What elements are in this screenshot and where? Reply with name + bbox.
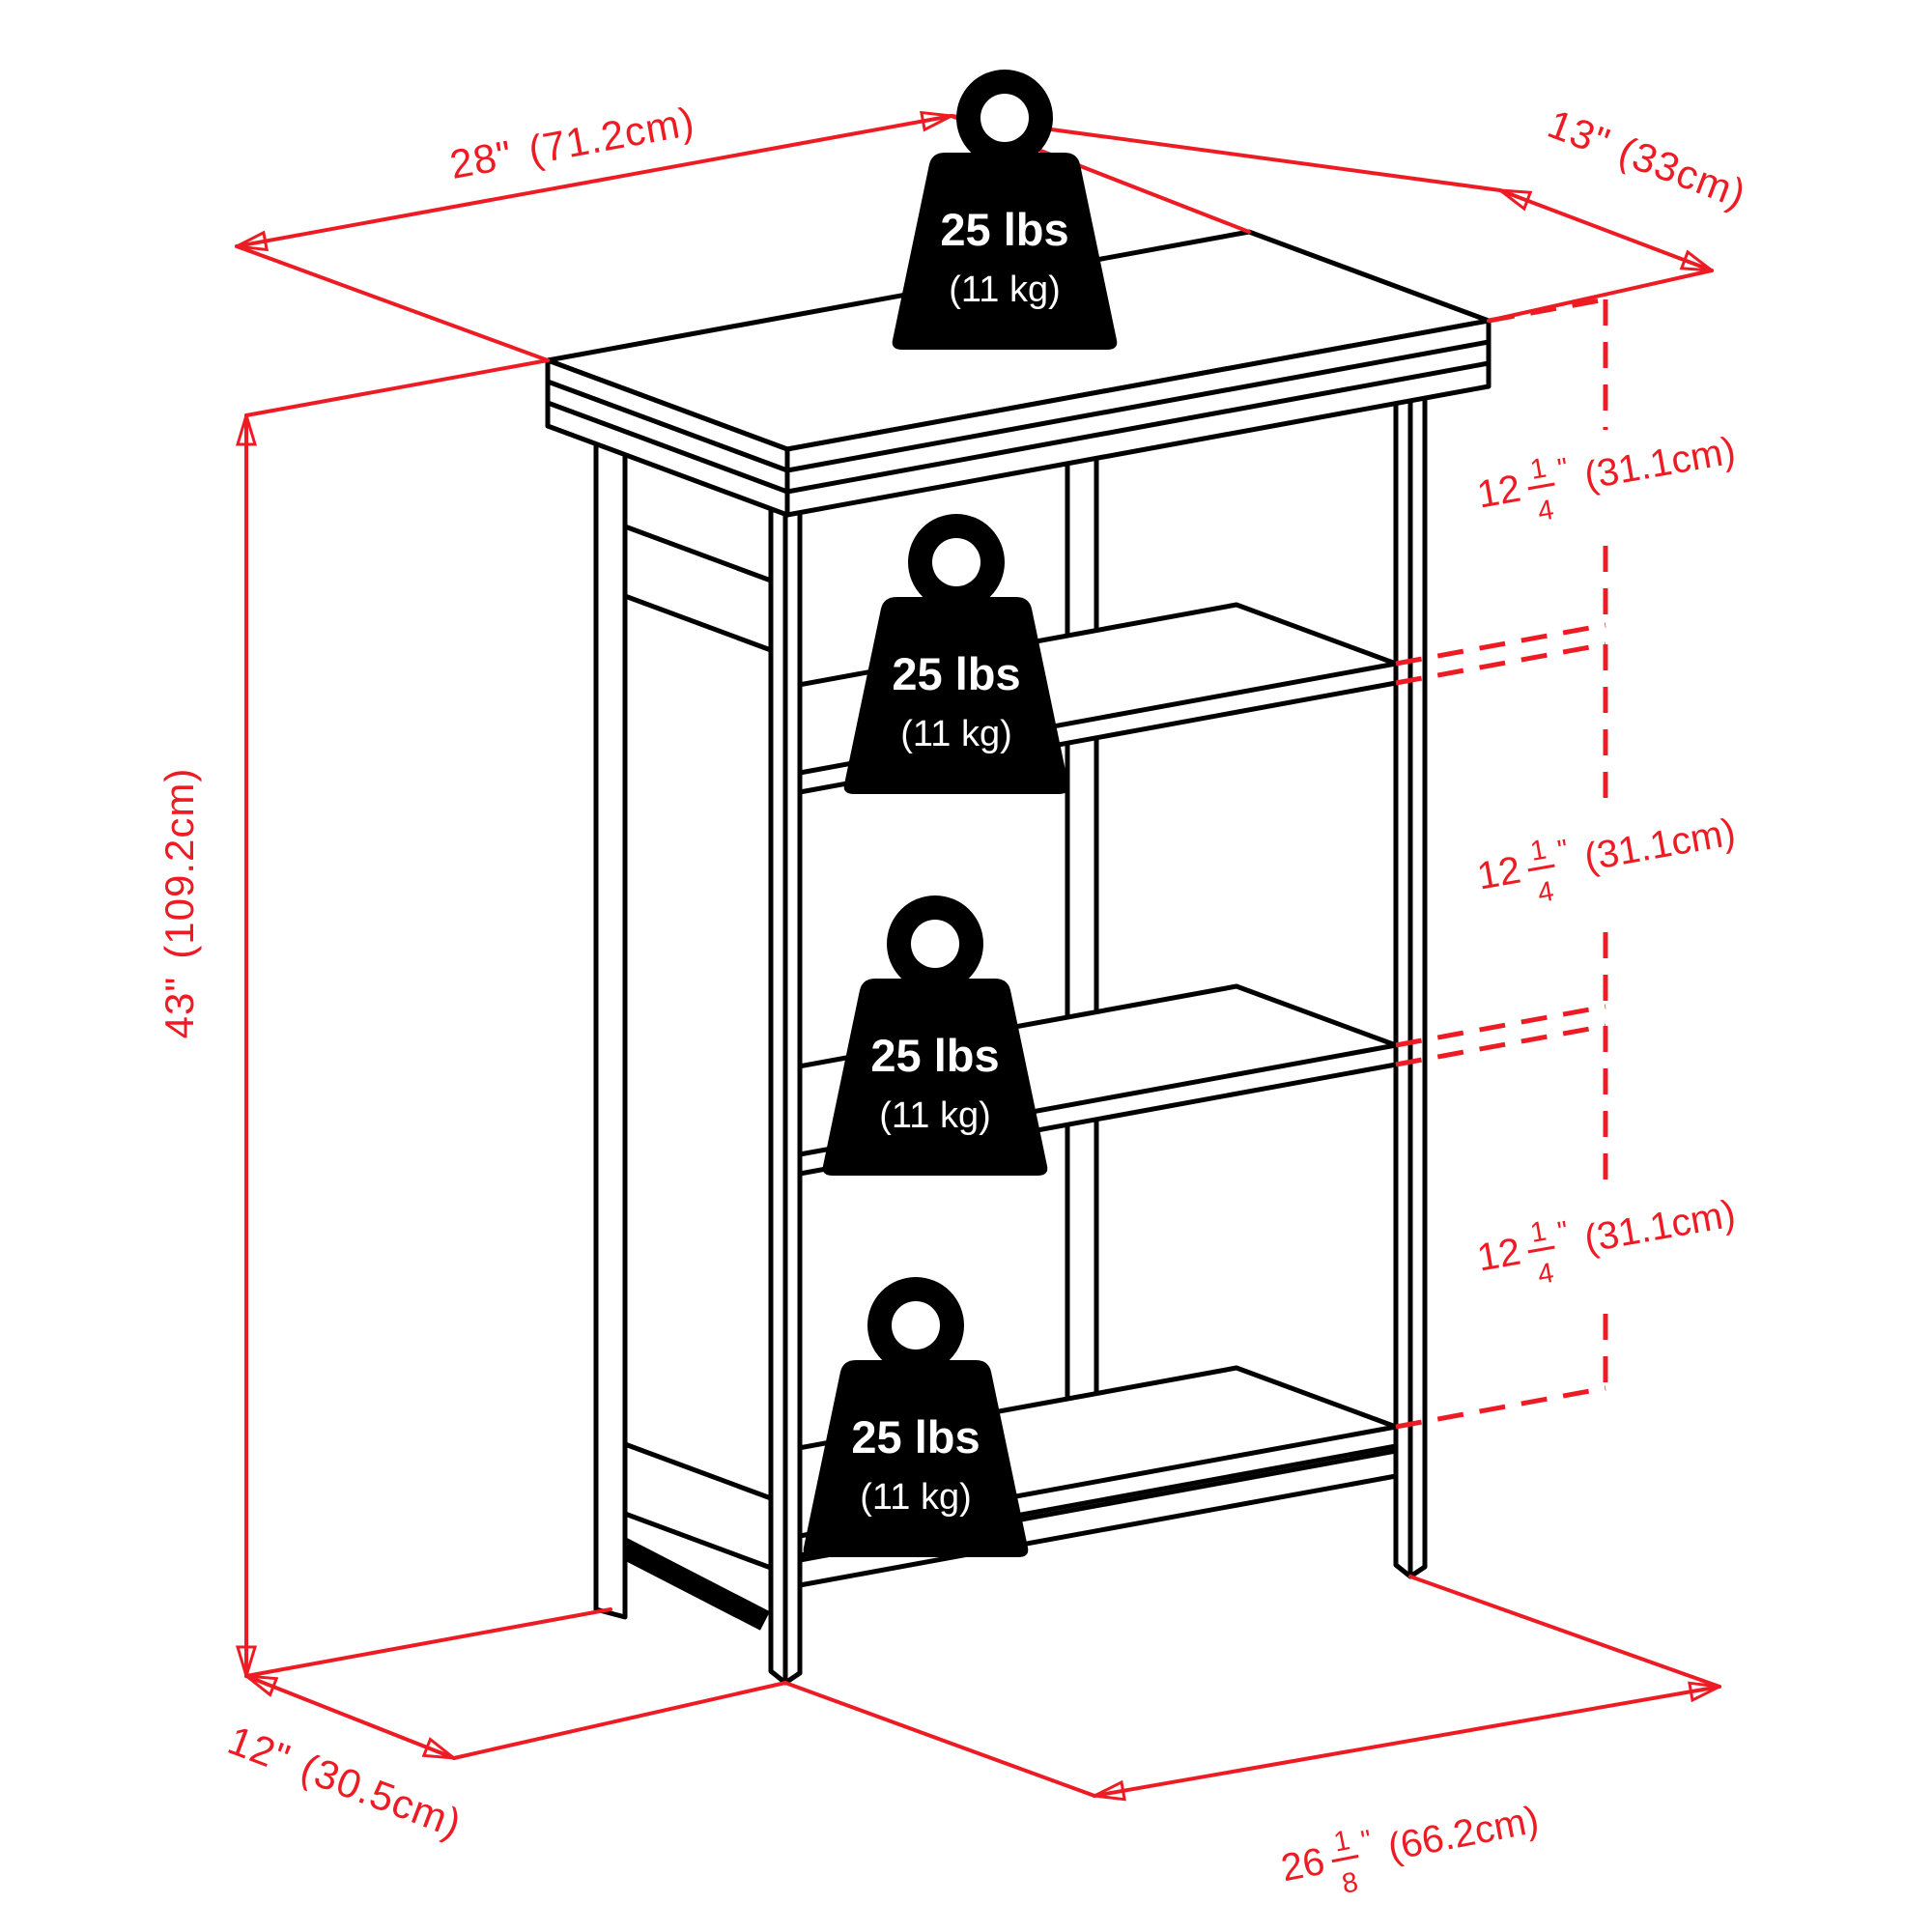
weight-capacity-sublabel: (11 kg) <box>900 714 1011 754</box>
svg-text:1: 1 <box>1528 835 1548 867</box>
dimension-width-bottom: 26 1 8 " (66.2cm) <box>783 1575 1721 1900</box>
weight-capacity-sublabel: (11 kg) <box>860 1477 971 1518</box>
label-height: 43"(109.2cm) <box>156 768 202 1039</box>
weight-capacity-label: 25 lbs <box>940 204 1068 255</box>
extension-line <box>244 1607 612 1678</box>
arrow-line-12in <box>246 1674 454 1760</box>
svg-text:(66.2cm): (66.2cm) <box>1384 1799 1542 1869</box>
extension-line <box>1408 1575 1721 1689</box>
svg-text:26: 26 <box>1278 1840 1328 1890</box>
weight-capacity-label: 25 lbs <box>870 1030 999 1081</box>
extension-line <box>783 1681 1096 1798</box>
svg-text:": " <box>1555 453 1571 485</box>
svg-text:": " <box>1555 835 1571 867</box>
svg-text:4: 4 <box>1535 1258 1555 1291</box>
extension-line <box>235 244 550 362</box>
label-depth-top: 13"(33cm) <box>1542 100 1752 216</box>
svg-text:(31.1cm): (31.1cm) <box>1581 429 1739 497</box>
svg-text:1: 1 <box>1528 1216 1548 1249</box>
dimension-height: 43"(109.2cm) <box>156 358 612 1678</box>
svg-text:(31.1cm): (31.1cm) <box>1581 810 1739 879</box>
shelf-unit <box>545 229 1492 1686</box>
extension-line <box>1487 269 1714 323</box>
front-leg <box>768 485 803 1686</box>
weight-icon-shelf-1: 25 lbs (11 kg) <box>843 514 1069 794</box>
svg-text:12: 12 <box>1474 849 1523 898</box>
arrow-line-26in <box>1094 1687 1719 1796</box>
svg-text:": " <box>1555 1216 1571 1248</box>
svg-text:12: 12 <box>1474 468 1523 517</box>
svg-text:12: 12 <box>1474 1231 1523 1280</box>
label-shelf-spacing-1: 12 1 4 " (31.1cm) <box>1474 429 1739 527</box>
label-shelf-spacing-3: 12 1 4 " (31.1cm) <box>1474 1192 1739 1291</box>
side-panel <box>598 446 774 1675</box>
arrow-line-13in <box>1500 188 1712 272</box>
svg-text:": " <box>1358 1825 1374 1857</box>
weight-icon-shelf-2: 25 lbs (11 kg) <box>822 895 1048 1176</box>
weight-capacity-label: 25 lbs <box>851 1411 980 1463</box>
weight-icon-shelf-3: 25 lbs (11 kg) <box>803 1277 1029 1557</box>
svg-text:1: 1 <box>1528 453 1548 486</box>
svg-text:4: 4 <box>1535 876 1555 909</box>
extension-line <box>452 1681 787 1760</box>
weight-capacity-sublabel: (11 kg) <box>879 1095 990 1136</box>
svg-text:8: 8 <box>1340 1866 1361 1899</box>
arrow-line-28in <box>237 116 952 246</box>
label-width-bottom: 26 1 8 " (66.2cm) <box>1278 1799 1543 1900</box>
weight-capacity-label: 25 lbs <box>892 648 1020 699</box>
back-leg <box>1065 321 1099 1495</box>
weight-icon-top: 25 lbs (11 kg) <box>892 70 1118 350</box>
svg-text:(31.1cm): (31.1cm) <box>1581 1192 1739 1261</box>
label-width-top: 28"(71.2cm) <box>446 98 698 187</box>
extension-line <box>244 358 550 417</box>
right-leg <box>1393 374 1428 1579</box>
dimension-depth-bottom: 12"(30.5cm) <box>222 1674 787 1847</box>
svg-text:4: 4 <box>1535 495 1555 527</box>
weight-capacity-sublabel: (11 kg) <box>949 270 1060 310</box>
dimension-shelf-spacing: 12 1 4 " (31.1cm) 12 1 4 " (31.1cm) 12 1… <box>1395 297 1739 1430</box>
svg-text:1: 1 <box>1331 1825 1352 1858</box>
left-leg <box>593 432 628 1620</box>
label-depth-bottom: 12"(30.5cm) <box>222 1717 468 1846</box>
side-stretcher-shadow <box>598 1528 771 1631</box>
label-shelf-spacing-2: 12 1 4 " (31.1cm) <box>1474 810 1739 909</box>
